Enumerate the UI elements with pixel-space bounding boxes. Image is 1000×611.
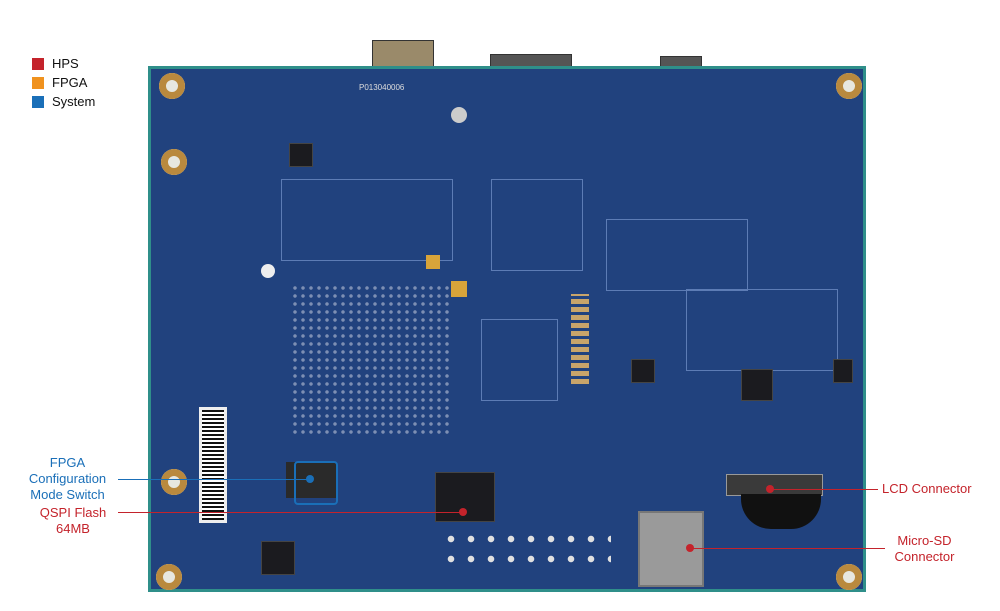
ic-chip (289, 143, 313, 167)
lcd-flex-cable (741, 494, 821, 529)
lcd-connector (726, 474, 823, 496)
capacitor (451, 281, 467, 297)
micro-sd-connector (638, 511, 704, 587)
ddr-outline (491, 179, 583, 271)
ic-chip (833, 359, 853, 383)
capacitor (426, 255, 440, 269)
mounting-hole (836, 73, 862, 99)
fpga-bga-area (291, 284, 451, 434)
lcd-label: LCD Connector (882, 481, 972, 496)
legend-label: FPGA (52, 75, 88, 90)
lcd-callout-line (770, 489, 878, 490)
qspi-label: QSPI Flash (39, 505, 107, 520)
qspi-callout-dot (459, 508, 467, 516)
qspi-callout-line (118, 512, 463, 513)
ddr-outline (686, 289, 838, 371)
board-silkscreen: P013040006 (359, 83, 405, 92)
microsd-label: Micro-SD (897, 533, 952, 548)
barcode-label (199, 407, 227, 523)
lcd-callout-dot (766, 485, 774, 493)
ddr-outline (606, 219, 748, 291)
switch-highlight-box (294, 461, 338, 505)
qspi-flash-chip (435, 472, 495, 522)
resistor-array (571, 294, 589, 384)
pcb-board: P013040006 (148, 66, 866, 592)
pad-array (441, 529, 611, 569)
hps-swatch (32, 57, 44, 70)
legend-item-fpga: FPGA (32, 73, 95, 92)
legend-label: HPS (52, 56, 79, 71)
inductor (741, 369, 773, 401)
fiducial (451, 107, 467, 123)
legend-item-hps: HPS (32, 54, 95, 73)
fiducial (261, 264, 275, 278)
fpga-swatch (32, 76, 44, 89)
legend-item-system: System (32, 92, 95, 111)
ic-chip (631, 359, 655, 383)
mounting-hole (161, 469, 187, 495)
chip-outline (281, 179, 453, 261)
mounting-hole (156, 564, 182, 590)
switch-callout-dot (306, 475, 314, 483)
microsd-callout-dot (686, 544, 694, 552)
system-swatch (32, 95, 44, 108)
ic-chip (261, 541, 295, 575)
legend-label: System (52, 94, 96, 109)
microsd-label-line2: Connector (894, 549, 955, 564)
switch-callout-line (118, 479, 308, 480)
legend: HPS FPGA System (32, 54, 95, 111)
qspi-size-label: 64MB (56, 521, 90, 536)
mounting-hole (836, 564, 862, 590)
mounting-hole (159, 73, 185, 99)
mounting-hole (161, 149, 187, 175)
microsd-callout-line (690, 548, 885, 549)
ddr-outline (481, 319, 558, 401)
fpga-switch-label: FPGA Configuration Mode Switch (28, 455, 107, 502)
